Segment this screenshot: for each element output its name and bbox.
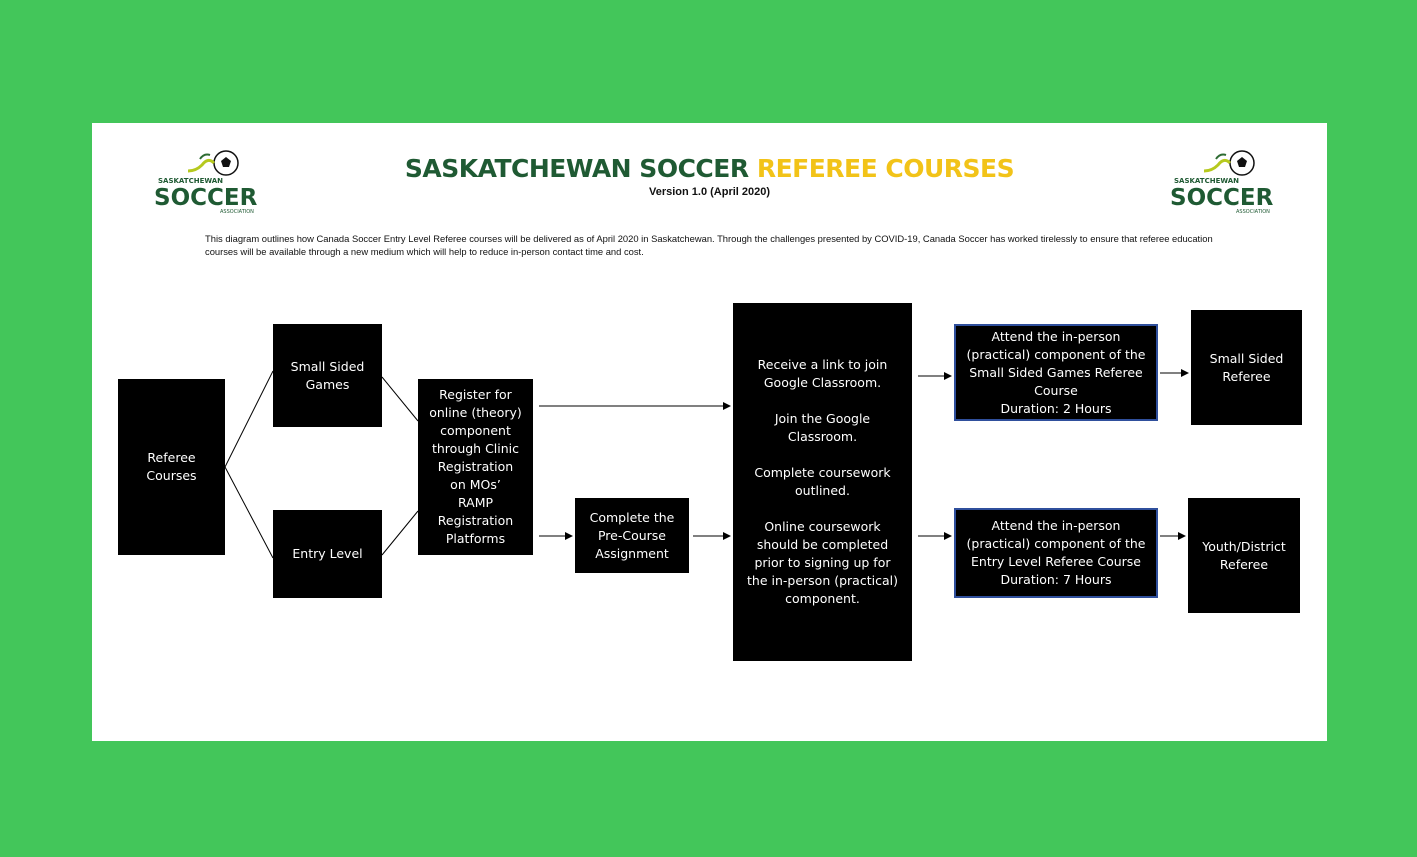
box-youth-district-referee: Youth/District Referee — [1188, 498, 1300, 613]
svg-text:SASKATCHEWAN: SASKATCHEWAN — [158, 177, 223, 185]
line-referee-to-ssg — [224, 370, 274, 468]
page-title: SASKATCHEWAN SOCCER REFEREE COURSES — [92, 154, 1327, 183]
connector-lines — [224, 369, 1189, 559]
title-part-green: SASKATCHEWAN SOCCER — [404, 154, 749, 183]
box-entry-level: Entry Level — [273, 510, 382, 598]
box-pre-course-assignment: Complete the Pre-Course Assignment — [575, 498, 689, 573]
diagram-panel: SASKATCHEWAN SOCCER ASSOCIATION SASKATCH… — [92, 123, 1327, 741]
box-register-online: Register for online (theory) component t… — [418, 379, 533, 555]
box-small-sided-referee: Small Sided Referee — [1191, 310, 1302, 425]
svg-text:ASSOCIATION: ASSOCIATION — [220, 209, 254, 215]
box-referee-courses: Referee Courses — [118, 379, 225, 555]
line-ssg-to-register — [381, 376, 419, 422]
svg-text:SASKATCHEWAN: SASKATCHEWAN — [1174, 177, 1239, 185]
svg-text:ASSOCIATION: ASSOCIATION — [1236, 209, 1270, 215]
svg-text:SOCCER: SOCCER — [154, 185, 258, 211]
line-entry-to-register — [381, 510, 419, 556]
sask-soccer-logo-left: SASKATCHEWAN SOCCER ASSOCIATION — [152, 147, 262, 215]
sask-soccer-logo-right: SASKATCHEWAN SOCCER ASSOCIATION — [1168, 147, 1278, 215]
intro-paragraph: This diagram outlines how Canada Soccer … — [205, 233, 1213, 257]
box-entry-practical: Attend the in-person (practical) compone… — [954, 508, 1158, 598]
line-referee-to-entry — [224, 466, 274, 559]
svg-text:SOCCER: SOCCER — [1170, 185, 1274, 211]
title-part-yellow: REFEREE COURSES — [756, 154, 1015, 183]
box-small-sided-games: Small Sided Games — [273, 324, 382, 427]
version-label: Version 1.0 (April 2020) — [648, 186, 771, 198]
box-ssg-practical: Attend the in-person (practical) compone… — [954, 324, 1158, 421]
box-google-classroom: Receive a link to join Google Classroom.… — [733, 303, 912, 661]
